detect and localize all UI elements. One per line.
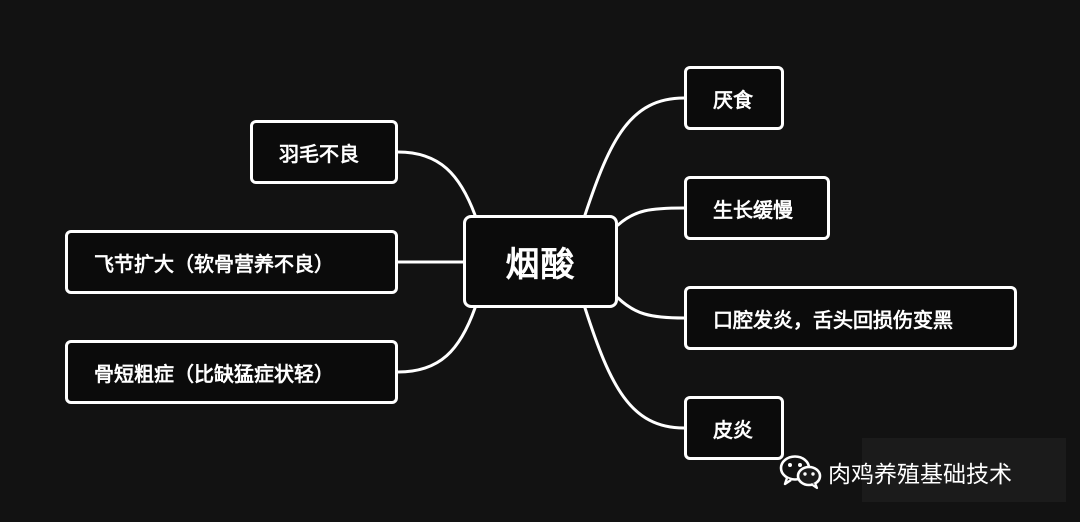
- connector-left-3: [396, 306, 477, 374]
- branch-node-perosis[interactable]: 骨短粗症（比缺猛症状轻）: [65, 340, 398, 404]
- branch-label: 口腔发炎，舌头回损伤变黑: [713, 307, 953, 332]
- watermark-text: 肉鸡养殖基础技术: [828, 462, 1012, 488]
- watermark-background: [862, 438, 1066, 502]
- branch-node-slow-growth[interactable]: 生长缓慢: [684, 176, 830, 240]
- connector-left-1: [396, 150, 477, 217]
- wechat-icon: [779, 455, 822, 490]
- connector-right-4: [583, 306, 686, 430]
- branch-node-hock-enlargement[interactable]: 飞节扩大（软骨营养不良）: [65, 230, 398, 294]
- branch-node-mouth-inflammation[interactable]: 口腔发炎，舌头回损伤变黑: [684, 286, 1017, 350]
- branch-node-dermatitis[interactable]: 皮炎: [684, 396, 784, 460]
- connector-right-2: [616, 206, 686, 227]
- branch-label: 厌食: [713, 87, 753, 112]
- connector-right-1: [583, 96, 686, 217]
- branch-label: 皮炎: [713, 417, 753, 442]
- branch-node-feather[interactable]: 羽毛不良: [250, 120, 398, 184]
- branch-label: 飞节扩大（软骨营养不良）: [94, 251, 334, 276]
- branch-label: 羽毛不良: [279, 141, 359, 166]
- branch-label: 骨短粗症（比缺猛症状轻）: [94, 361, 334, 386]
- branch-label: 生长缓慢: [713, 197, 793, 222]
- central-topic-node[interactable]: 烟酸: [463, 215, 618, 308]
- connector-right-3: [616, 296, 686, 320]
- central-topic-label: 烟酸: [505, 245, 576, 285]
- branch-node-anorexia[interactable]: 厌食: [684, 66, 784, 130]
